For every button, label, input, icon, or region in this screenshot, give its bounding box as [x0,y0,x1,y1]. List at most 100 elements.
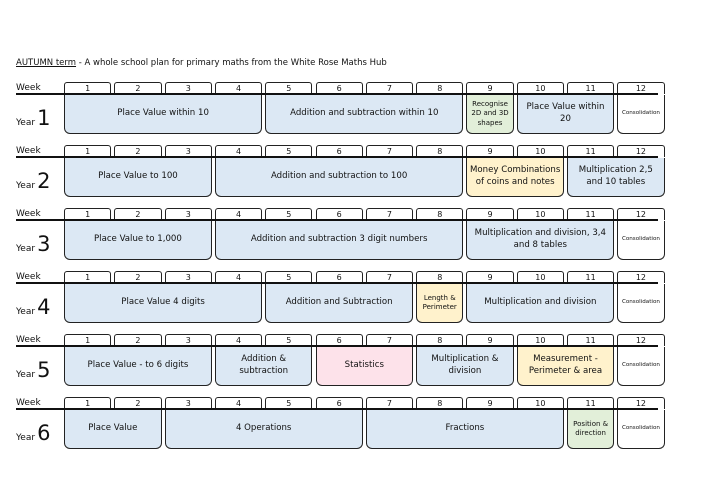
week-number: 5 [265,208,313,220]
week-number: 7 [365,334,414,346]
unit-block: Multiplication and division [466,284,615,323]
title-description: - A whole school plan for primary maths … [76,58,387,68]
week-number: 11 [567,334,615,346]
unit-block: Place Value 4 digits [64,284,263,323]
week-number: 7 [365,145,414,157]
week-number: 12 [617,82,665,94]
year-word: Year [16,244,36,254]
unit-block: Multiplication & division [416,347,514,386]
week-number: 2 [114,397,162,409]
unit-block: Recognise 2D and 3D shapes [466,95,514,134]
year-word: Year [16,307,36,317]
unit-block: Addition and subtraction to 100 [214,158,464,197]
week-number: 8 [416,145,464,157]
year-word: Year [16,433,36,443]
week-number: 4 [214,271,263,283]
year-word: Year [16,370,36,380]
year-number: 2 [37,169,51,193]
week-number: 4 [214,334,263,346]
week-number: 6 [315,82,363,94]
week-number: 11 [567,397,615,409]
week-number: 2 [114,271,162,283]
year-label: Year3 [16,232,50,256]
week-divider [16,156,658,158]
year-label: Year4 [16,295,50,319]
week-label: Week [16,83,41,93]
year-label: Year1 [16,106,50,130]
week-number: 11 [567,208,615,220]
week-number: 4 [214,397,263,409]
week-number: 8 [416,397,464,409]
week-label: Week [16,398,41,408]
week-number: 9 [466,208,514,220]
unit-block: Place Value within 20 [516,95,615,134]
year-number: 5 [37,358,51,382]
unit-block: Measurement - Perimeter & area [516,347,615,386]
week-number: 1 [64,82,112,94]
week-number: 3 [164,145,212,157]
week-number: 4 [214,145,263,157]
week-number: 10 [516,271,564,283]
week-number: 3 [164,334,212,346]
week-number: 10 [516,145,564,157]
week-number: 1 [64,397,112,409]
unit-block: Length & Perimeter [416,284,464,323]
week-number: 10 [516,397,564,409]
unit-block: Consolidation [617,347,665,386]
week-number: 9 [466,271,514,283]
term-name: AUTUMN term [16,58,77,68]
week-label: Week [16,146,41,156]
unit-block: Addition and subtraction 3 digit numbers [214,221,464,260]
week-number: 3 [164,82,212,94]
unit-block: Money Combinations of coins and notes [466,158,564,197]
week-number: 12 [617,145,665,157]
week-number: 12 [617,397,665,409]
week-number: 10 [516,208,564,220]
year-word: Year [16,181,36,191]
week-divider [16,219,658,221]
year-number: 1 [37,106,51,130]
week-number: 3 [164,208,212,220]
week-number: 9 [466,334,514,346]
week-number: 2 [114,334,162,346]
unit-block: Consolidation [617,221,665,260]
week-number: 2 [114,145,162,157]
unit-block: Statistics [315,347,414,386]
unit-block: 4 Operations [164,410,363,449]
week-number: 7 [365,397,414,409]
unit-block: Place Value within 10 [64,95,263,134]
week-number: 11 [567,271,615,283]
unit-block: Consolidation [617,410,665,449]
week-number: 6 [315,397,363,409]
week-number: 1 [64,208,112,220]
week-number: 5 [265,82,313,94]
unit-block: Place Value to 1,000 [64,221,212,260]
unit-block: Place Value - to 6 digits [64,347,212,386]
unit-block: Addition and subtraction within 10 [265,95,464,134]
week-divider [16,282,658,284]
week-number: 4 [214,208,263,220]
week-divider [16,93,658,95]
week-number: 4 [214,82,263,94]
year-label: Year6 [16,421,50,445]
week-number: 1 [64,334,112,346]
week-number: 6 [315,208,363,220]
unit-block: Addition & subtraction [214,347,313,386]
unit-block: Place Value [64,410,162,449]
unit-block: Consolidation [617,284,665,323]
week-number: 12 [617,334,665,346]
week-number: 1 [64,271,112,283]
year-word: Year [16,118,36,128]
unit-block: Position & direction [567,410,615,449]
week-number: 1 [64,145,112,157]
week-number: 8 [416,271,464,283]
week-number: 9 [466,82,514,94]
week-divider [16,408,658,410]
year-number: 3 [37,232,51,256]
year-number: 6 [37,421,51,445]
